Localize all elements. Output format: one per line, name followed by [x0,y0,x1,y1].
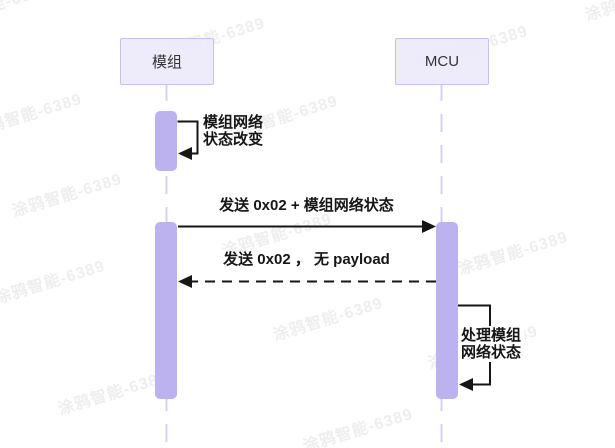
arrowhead-dashed [178,275,192,288]
participant-box-mcu: MCU [395,38,489,85]
message-label-mcu-self: 处理模组 网络状态 [458,326,525,362]
participant-label-mcu: MCU [424,53,460,70]
message-label-line: 处理模组 [461,327,522,344]
arrowhead-self-loop-mcu [459,378,473,391]
message-label-ack: 发送 0x02 ， 无 payload [223,251,390,268]
message-label-module-self: 模组网络 状态改变 [203,114,263,148]
arrowhead-solid [422,220,436,233]
participant-label-module: 模组 [151,54,182,71]
message-label-line: 网络状态 [461,344,522,361]
message-label-line: 状态改变 [203,131,264,148]
arrowhead-self-loop-module [178,147,192,160]
self-loop-arrow-module [177,120,199,155]
activation-bar-module-self [155,111,177,171]
activation-bar-mcu [436,222,458,399]
message-label-line: 模组网络 [203,114,264,131]
activation-bar-module-main [155,222,177,399]
participant-box-module: 模组 [120,38,214,85]
message-label-send-status: 发送 0x02 + 模组网络状态 [219,197,394,214]
